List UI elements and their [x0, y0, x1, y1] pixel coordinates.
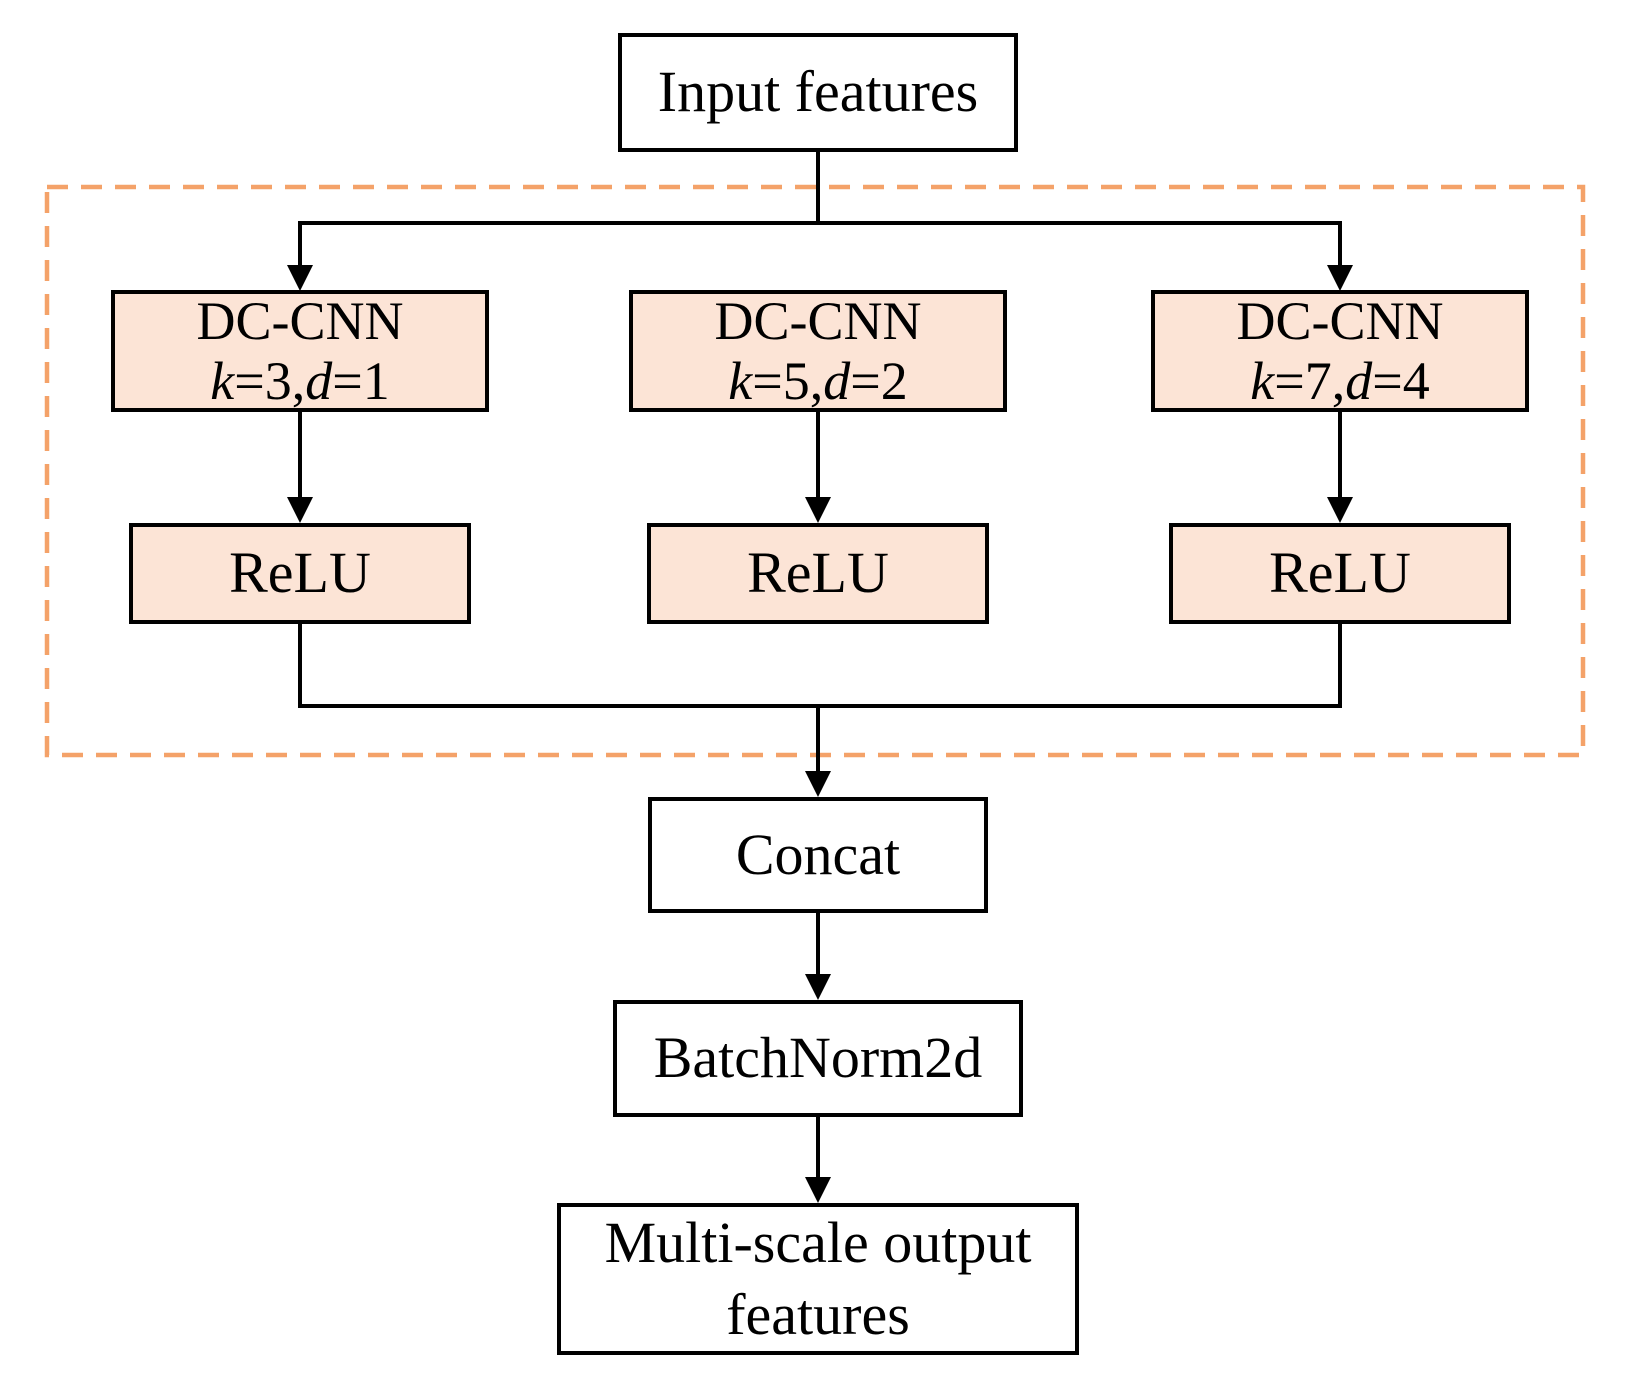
relu-label-3: ReLU [1269, 540, 1411, 606]
dccnn-params-3: k=7,d=4 [1250, 351, 1430, 411]
arrowhead-into-relu-1 [287, 497, 313, 523]
multiscale-group-dashed-border [44, 184, 1586, 758]
connector-relu1-down [298, 624, 302, 708]
arrowhead-into-concat [805, 771, 831, 797]
arrowhead-into-relu-3 [1327, 497, 1353, 523]
dccnn-params-2: k=5,d=2 [728, 351, 908, 411]
relu-box-3: ReLU [1169, 523, 1511, 624]
connector-split-bar [298, 221, 1342, 225]
dccnn-box-3: DC-CNN k=7,d=4 [1151, 290, 1529, 412]
batchnorm-box: BatchNorm2d [613, 1000, 1023, 1117]
dccnn-box-1: DC-CNN k=3,d=1 [111, 290, 489, 412]
dccnn-params-1: k=3,d=1 [210, 351, 390, 411]
concat-box: Concat [648, 797, 988, 913]
connector-dccnn1-relu1 [298, 412, 302, 498]
connector-merge-bar [298, 704, 1342, 708]
connector-left-drop [298, 223, 302, 267]
dashed-rect [44, 184, 1586, 758]
connector-dccnn2-relu2 [816, 412, 820, 498]
connector-dccnn3-relu3 [1338, 412, 1342, 498]
arrowhead-into-relu-2 [805, 497, 831, 523]
connector-relu3-down [1338, 624, 1342, 708]
arrowhead-into-output [805, 1177, 831, 1203]
input-features-box: Input features [618, 33, 1018, 152]
concat-label: Concat [735, 821, 901, 887]
arrowhead-into-batchnorm [805, 974, 831, 1000]
output-features-label: Multi-scale output features [604, 1209, 1032, 1348]
arrowhead-into-dccnn-3 [1327, 265, 1353, 291]
connector-concat-batchnorm [816, 913, 820, 975]
connector-merge-to-concat [816, 708, 820, 774]
connector-right-drop [1338, 223, 1342, 267]
output-features-box: Multi-scale output features [557, 1203, 1079, 1355]
arrowhead-into-dccnn-1 [287, 265, 313, 291]
batchnorm-label: BatchNorm2d [653, 1025, 983, 1091]
relu-box-2: ReLU [647, 523, 989, 624]
relu-box-1: ReLU [129, 523, 471, 624]
dccnn-label-3: DC-CNN [1236, 290, 1444, 351]
relu-label-2: ReLU [747, 540, 889, 606]
connector-batchnorm-output [816, 1117, 820, 1178]
dccnn-box-2: DC-CNN k=5,d=2 [629, 290, 1007, 412]
dccnn-label-2: DC-CNN [714, 290, 922, 351]
dccnn-label-1: DC-CNN [196, 290, 404, 351]
input-features-label: Input features [657, 59, 979, 125]
relu-label-1: ReLU [229, 540, 371, 606]
connector-input-down [816, 151, 820, 225]
